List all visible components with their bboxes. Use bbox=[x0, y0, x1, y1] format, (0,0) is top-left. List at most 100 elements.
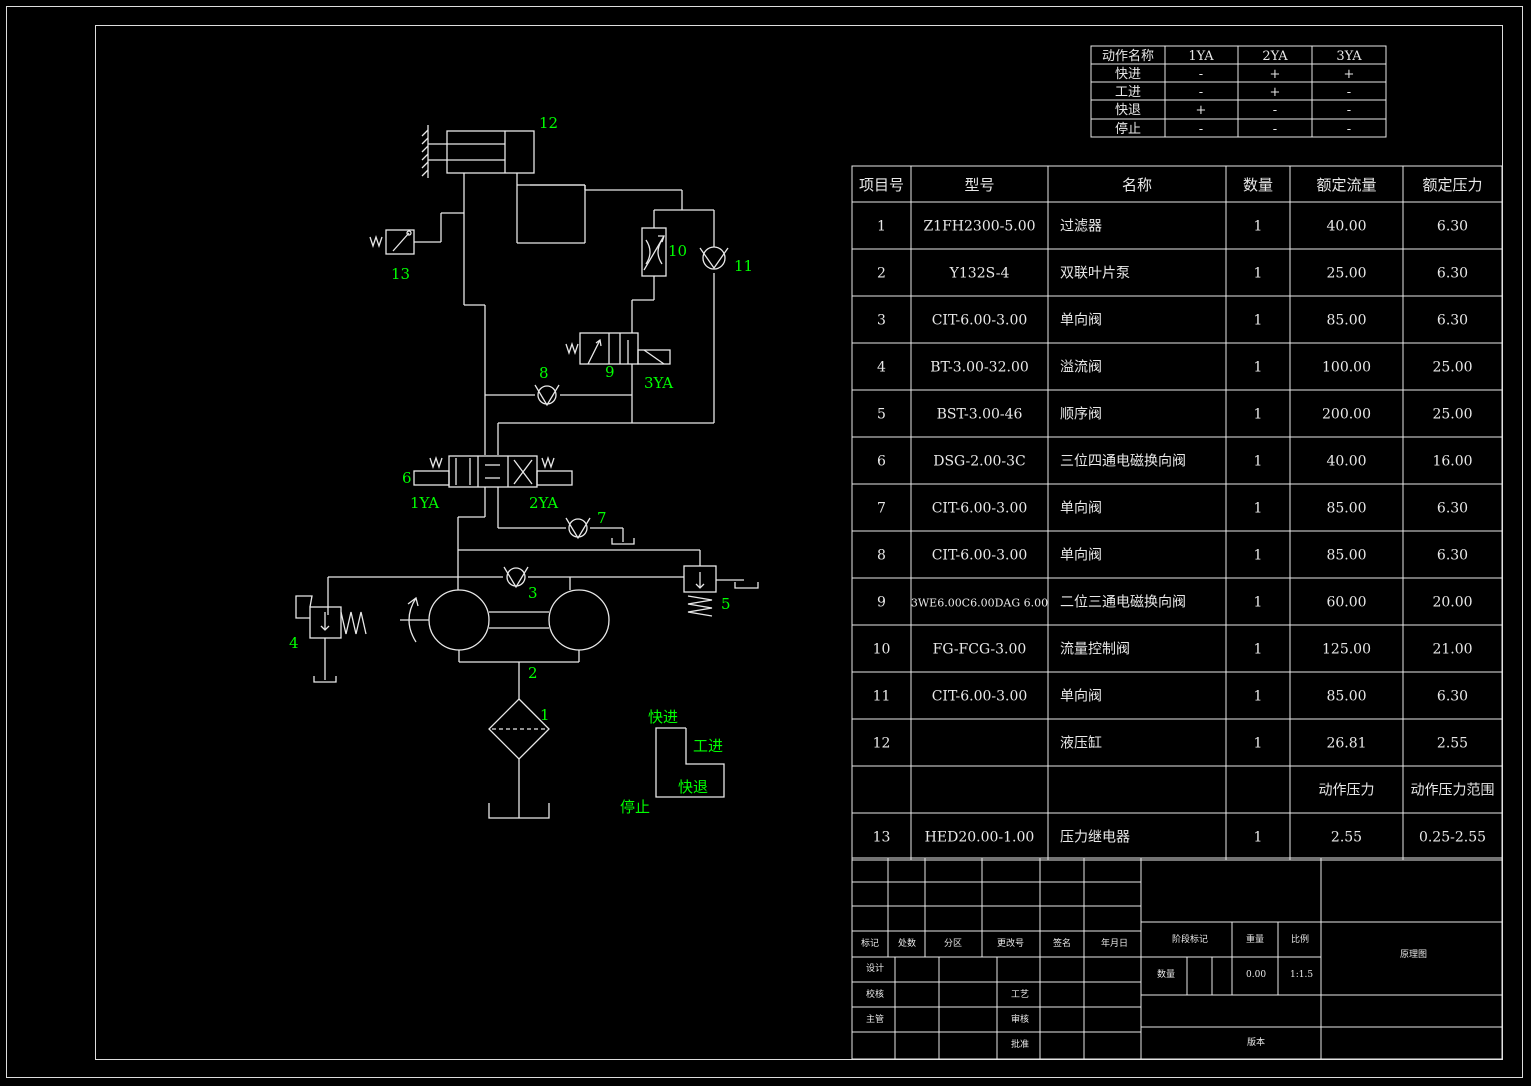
parts-cell: 过滤器 bbox=[1060, 219, 1102, 235]
action-cell: - bbox=[1199, 67, 1203, 82]
parts-cell: 6.30 bbox=[1437, 219, 1468, 235]
parts-cell: 1 bbox=[877, 219, 886, 235]
parts-cell: 200.00 bbox=[1322, 407, 1371, 423]
parts-cell: HED20.00-1.00 bbox=[925, 830, 1035, 846]
parts-cell: 顺序阀 bbox=[1060, 407, 1102, 423]
label-12: 12 bbox=[539, 114, 558, 132]
parts-cell: 动作压力 bbox=[1319, 783, 1375, 799]
work-cycle-sketch bbox=[655, 727, 725, 798]
parts-header-cell: 数量 bbox=[1243, 176, 1273, 194]
parts-cell: 1 bbox=[1254, 219, 1263, 235]
cycle-work-in: 工进 bbox=[693, 737, 723, 755]
parts-cell: CIT-6.00-3.00 bbox=[932, 689, 1028, 705]
check-valve-7 bbox=[565, 517, 635, 545]
parts-cell: 单向阀 bbox=[1060, 501, 1102, 517]
parts-cell: 26.81 bbox=[1326, 736, 1366, 752]
parts-cell: 0.25-2.55 bbox=[1419, 830, 1486, 846]
parts-cell: 11 bbox=[873, 689, 891, 705]
parts-cell: 7 bbox=[877, 501, 886, 517]
label-3ya: 3YA bbox=[644, 374, 673, 392]
tb-stage-mark: 阶段标记 bbox=[1172, 933, 1208, 945]
label-10: 10 bbox=[668, 242, 687, 260]
label-8: 8 bbox=[539, 364, 549, 382]
action-cell: - bbox=[1273, 103, 1277, 118]
parts-cell: 25.00 bbox=[1432, 360, 1472, 376]
action-cell: - bbox=[1199, 85, 1203, 100]
outer-border bbox=[6, 6, 1523, 1078]
hydraulic-cylinder bbox=[421, 125, 535, 178]
flow-control-valve bbox=[641, 227, 667, 277]
action-cell: 快进 bbox=[1115, 67, 1141, 82]
parts-cell: 1 bbox=[1254, 689, 1263, 705]
tb-design: 设计 bbox=[866, 962, 884, 974]
tb-approve: 批准 bbox=[1011, 1038, 1029, 1050]
relief-valve bbox=[295, 595, 367, 683]
tb-label-date: 年月日 bbox=[1101, 937, 1128, 949]
cycle-fast-back: 快退 bbox=[678, 778, 708, 796]
parts-cell: DSG-2.00-3C bbox=[933, 454, 1026, 470]
action-cell: 快退 bbox=[1115, 103, 1141, 118]
parts-cell: 5 bbox=[877, 407, 886, 423]
component-labels: 12 13 10 11 9 3YA 8 6 1YA 2YA 7 3 5 4 2 … bbox=[289, 114, 753, 816]
action-cell: - bbox=[1347, 103, 1351, 118]
parts-cell: 1 bbox=[1254, 360, 1263, 376]
parts-cell: 20.00 bbox=[1432, 595, 1472, 611]
sequence-valve bbox=[683, 565, 759, 617]
title-block: 标记 处数 分区 更改号 签名 年月日 设计 校核 主管 工艺 审核 批准 阶段… bbox=[851, 857, 1503, 1060]
parts-cell: 6.30 bbox=[1437, 266, 1468, 282]
action-header-cell: 3YA bbox=[1336, 49, 1362, 64]
directional-valve-6 bbox=[413, 455, 573, 529]
tb-weight: 重量 bbox=[1246, 933, 1264, 945]
check-valve-11 bbox=[699, 228, 729, 270]
parts-cell: BT-3.00-32.00 bbox=[930, 360, 1029, 376]
parts-cell: CIT-6.00-3.00 bbox=[932, 501, 1028, 517]
label-11: 11 bbox=[734, 257, 753, 275]
parts-cell: 40.00 bbox=[1326, 219, 1366, 235]
tb-label-change: 更改号 bbox=[997, 937, 1024, 949]
parts-cell: 13 bbox=[873, 830, 891, 846]
cycle-fast-in: 快进 bbox=[648, 708, 678, 726]
tb-weight-value: 0.00 bbox=[1246, 970, 1266, 980]
label-9: 9 bbox=[605, 363, 615, 381]
parts-cell: 溢流阀 bbox=[1060, 360, 1102, 376]
parts-cell: 85.00 bbox=[1326, 313, 1366, 329]
parts-cell: 单向阀 bbox=[1060, 548, 1102, 564]
tb-scale: 比例 bbox=[1291, 933, 1309, 945]
parts-header-cell: 型号 bbox=[964, 176, 994, 194]
parts-cell: 1 bbox=[1254, 501, 1263, 517]
tb-process: 工艺 bbox=[1011, 989, 1029, 1000]
action-cell: - bbox=[1273, 122, 1277, 137]
parts-cell: 125.00 bbox=[1322, 642, 1371, 658]
tb-drawing-name: 原理图 bbox=[1400, 949, 1427, 960]
parts-cell: 85.00 bbox=[1326, 501, 1366, 517]
parts-cell: 2.55 bbox=[1331, 830, 1362, 846]
parts-cell: 1 bbox=[1254, 266, 1263, 282]
parts-cell: 9 bbox=[877, 595, 886, 611]
parts-cell: 液压缸 bbox=[1060, 735, 1102, 752]
parts-cell: 60.00 bbox=[1326, 595, 1366, 611]
parts-cell: 二位三通电磁换向阀 bbox=[1060, 594, 1186, 611]
parts-cell: 25.00 bbox=[1326, 266, 1366, 282]
parts-cell: 3WE6.00C6.00DAG 6.00 bbox=[911, 597, 1048, 610]
hydraulic-schematic bbox=[295, 125, 759, 819]
parts-cell: 6.30 bbox=[1437, 689, 1468, 705]
parts-cell: 4 bbox=[877, 360, 886, 376]
label-5: 5 bbox=[721, 595, 731, 613]
parts-cell: 单向阀 bbox=[1060, 689, 1102, 705]
parts-cell: 三位四通电磁换向阀 bbox=[1060, 453, 1186, 470]
parts-cell: 1 bbox=[1254, 736, 1263, 752]
parts-cell: 100.00 bbox=[1322, 360, 1371, 376]
parts-cell: 流量控制阀 bbox=[1060, 642, 1130, 658]
parts-cell: 6.30 bbox=[1437, 313, 1468, 329]
parts-cell: 单向阀 bbox=[1060, 313, 1102, 329]
action-cell: - bbox=[1199, 122, 1203, 137]
parts-cell: 1 bbox=[1254, 642, 1263, 658]
label-13: 13 bbox=[391, 265, 410, 283]
parts-cell: 动作压力范围 bbox=[1411, 782, 1495, 799]
parts-cell: 12 bbox=[873, 736, 891, 752]
parts-cell: 25.00 bbox=[1432, 407, 1472, 423]
label-6: 6 bbox=[402, 469, 412, 487]
parts-cell: 6.30 bbox=[1437, 501, 1468, 517]
action-cell: 工进 bbox=[1115, 85, 1141, 100]
